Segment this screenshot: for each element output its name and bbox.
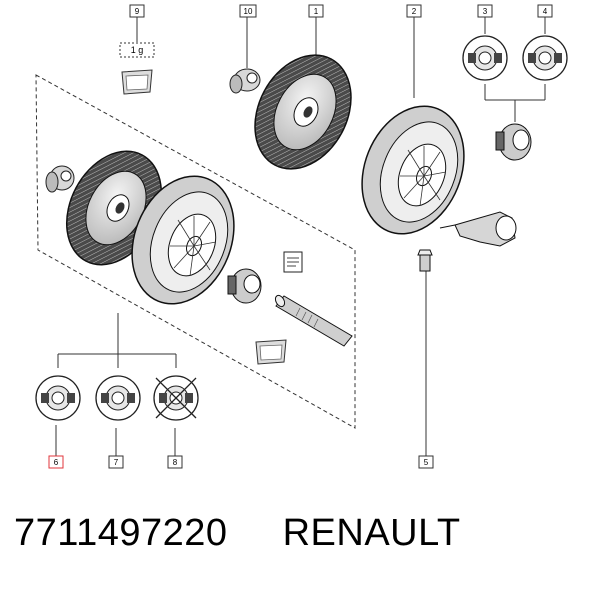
kit-instruction-card-icon (283, 251, 303, 273)
callout-6-label: 6 (54, 458, 59, 467)
callout-7-label: 7 (114, 458, 119, 467)
release-bearing-variant-3-icon (462, 35, 508, 81)
callout-9-label: 9 (135, 7, 140, 16)
pressure-plate-icon (361, 105, 465, 235)
callout-box-6: 6 (48, 455, 64, 469)
part-caption: 7711497220 RENAULT (14, 512, 461, 555)
part-number: 7711497220 (14, 512, 228, 554)
grease-quantity-label: 1 g (131, 45, 144, 55)
callout-4-label: 4 (543, 7, 548, 16)
kit-release-bearing-icon (227, 268, 262, 304)
kit-grease-sachet-icon (255, 339, 287, 365)
callout-2-label: 2 (412, 7, 417, 16)
callout-box-1: 1 (308, 4, 324, 18)
grease-quantity-tag: 1 g (119, 42, 155, 58)
callout-3-label: 3 (483, 7, 488, 16)
alignment-tool-icon (274, 294, 353, 347)
pilot-bearing-icon (229, 68, 261, 94)
brand-name: RENAULT (282, 512, 461, 554)
callout-box-8: 8 (167, 455, 183, 469)
kit-pilot-bearing-icon (45, 165, 75, 193)
bearing-variant-7-icon (95, 375, 141, 421)
callout-box-10: 10 (239, 4, 257, 18)
clutch-disc-icon (254, 54, 352, 170)
kit-pressure-plate-icon (131, 175, 235, 305)
callout-10-label: 10 (244, 7, 253, 16)
release-bearing-variant-4-icon (522, 35, 568, 81)
kit-outline (35, 74, 356, 429)
callout-box-4: 4 (537, 4, 553, 18)
callout-5-label: 5 (424, 458, 429, 467)
bearing-variant-8-icon (153, 375, 199, 421)
callout-box-7: 7 (108, 455, 124, 469)
bearing-variant-6-icon (35, 375, 81, 421)
callout-box-9: 9 (129, 4, 145, 18)
callout-1-label: 1 (314, 7, 319, 16)
release-bearing-icon (495, 123, 532, 161)
leader-lines (55, 17, 546, 456)
release-fork-icon (439, 211, 517, 247)
bolt-icon (417, 249, 433, 272)
callout-box-2: 2 (406, 4, 422, 18)
grease-sachet-icon (121, 69, 153, 95)
callout-8-label: 8 (173, 458, 178, 467)
callout-box-3: 3 (477, 4, 493, 18)
callout-box-5: 5 (418, 455, 434, 469)
